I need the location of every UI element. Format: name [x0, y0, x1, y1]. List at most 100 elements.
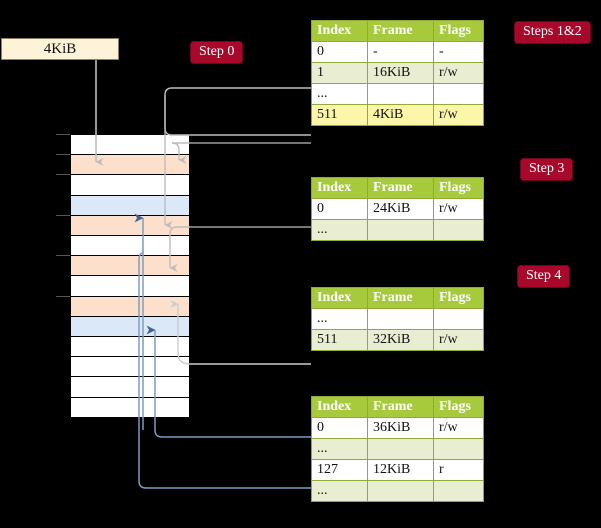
step-badge-3-label: Step 3: [529, 161, 565, 176]
memory-row-9: [70, 315, 190, 337]
step-badge-1-2-label: Steps 1&2: [523, 24, 582, 39]
cell-flags: [433, 480, 484, 502]
memory-row-13: [70, 396, 190, 418]
memory-tick-6: [56, 255, 70, 257]
cell-index: 511: [311, 329, 368, 351]
column-header-flags: Flags: [433, 396, 484, 418]
column-header-flags: Flags: [433, 177, 484, 199]
cell-flags: [433, 438, 484, 460]
column-header-frame: Frame: [367, 20, 434, 42]
memory-row-7: [70, 275, 190, 297]
table-row: ...: [311, 438, 484, 460]
cell-index: 511: [311, 104, 368, 126]
table-row: ...: [311, 308, 484, 330]
cell-flags: [433, 83, 484, 105]
column-header-frame: Frame: [367, 396, 434, 418]
cell-frame: [367, 308, 434, 330]
column-header-index: Index: [311, 396, 368, 418]
column-header-frame: Frame: [367, 177, 434, 199]
cell-index: ...: [311, 308, 368, 330]
memory-row-0: [70, 134, 190, 156]
cell-index: 1: [311, 62, 368, 84]
memory-row-12: [70, 376, 190, 398]
memory-row-6: [70, 255, 190, 277]
cell-flags: r/w: [433, 104, 484, 126]
cell-flags: -: [433, 41, 484, 63]
column-header-index: Index: [311, 287, 368, 309]
cell-index: ...: [311, 438, 368, 460]
memory-tick-2: [56, 174, 70, 176]
step-badge-4: Step 4: [517, 265, 571, 288]
memory-row-4: [70, 214, 190, 236]
step-badge-1-2: Steps 1&2: [514, 21, 591, 44]
cell-frame: [367, 438, 434, 460]
cell-frame: 16KiB: [367, 62, 434, 84]
column-header-frame: Frame: [367, 287, 434, 309]
cell-frame: [367, 219, 434, 241]
column-header-flags: Flags: [433, 287, 484, 309]
cell-flags: [433, 308, 484, 330]
table-row: ...: [311, 480, 484, 502]
cell-index: 0: [311, 417, 368, 439]
cell-frame: 36KiB: [367, 417, 434, 439]
memory-row-11: [70, 356, 190, 378]
cell-flags: r/w: [433, 329, 484, 351]
memory-row-8: [70, 295, 190, 317]
memory-tick-1: [56, 154, 70, 156]
cell-index: 127: [311, 459, 368, 481]
memory-row-10: [70, 336, 190, 358]
memory-row-1: [70, 154, 190, 176]
memory-tick-4: [56, 214, 70, 216]
cell-frame: 12KiB: [367, 459, 434, 481]
step-badge-3: Step 3: [520, 158, 574, 181]
cell-index: ...: [311, 83, 368, 105]
cell-flags: r/w: [433, 417, 484, 439]
cell-flags: [433, 219, 484, 241]
cell-frame: [367, 83, 434, 105]
memory-row-5: [70, 235, 190, 257]
page-box-4kib: 4KiB: [1, 38, 119, 60]
cell-flags: r: [433, 459, 484, 481]
memory-tick-8: [56, 295, 70, 297]
table-row: ...: [311, 219, 484, 241]
cell-frame: [367, 480, 434, 502]
step-badge-0: Step 0: [190, 41, 244, 64]
cell-frame: 4KiB: [367, 104, 434, 126]
cell-index: 0: [311, 198, 368, 220]
table-row: 0--: [311, 41, 484, 63]
memory-grid: [70, 134, 190, 418]
cell-flags: r/w: [433, 62, 484, 84]
step-badge-0-label: Step 0: [199, 44, 235, 59]
cell-index: ...: [311, 219, 368, 241]
cell-frame: -: [367, 41, 434, 63]
step-badge-4-label: Step 4: [526, 268, 562, 283]
cell-frame: 32KiB: [367, 329, 434, 351]
memory-tick-0: [56, 134, 70, 135]
column-header-flags: Flags: [433, 20, 484, 42]
table-row: ...: [311, 83, 484, 105]
connector-step4-up: [170, 300, 311, 365]
column-header-index: Index: [311, 177, 368, 199]
memory-row-3: [70, 194, 190, 216]
cell-flags: r/w: [433, 198, 484, 220]
memory-row-2: [70, 174, 190, 196]
cell-index: 0: [311, 41, 368, 63]
page-box-label: 4KiB: [43, 40, 77, 57]
connector-step0-entry: [164, 87, 311, 136]
column-header-index: Index: [311, 20, 368, 42]
cell-frame: 24KiB: [367, 198, 434, 220]
cell-index: ...: [311, 480, 368, 502]
